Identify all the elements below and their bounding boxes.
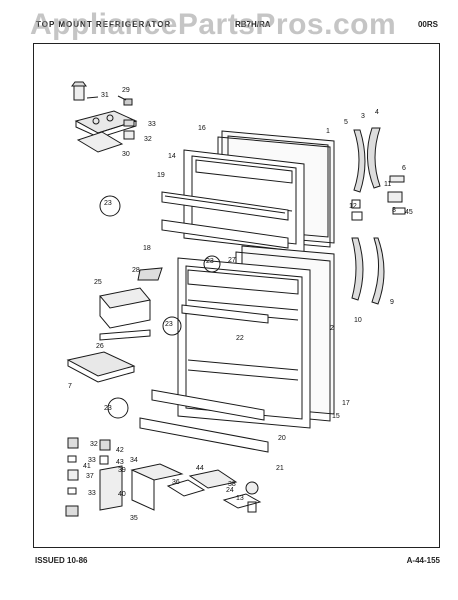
callout-32-b: 32 [90, 441, 98, 448]
callout-17: 17 [342, 400, 350, 407]
callout-32-a: 32 [144, 136, 152, 143]
callout-23-c: 23 [165, 321, 173, 328]
top-hinge-inset [71, 81, 138, 153]
callout-44: 44 [196, 465, 204, 472]
header-title: TOP MOUNT REFRIGERATOR [36, 20, 172, 29]
callout-7: 7 [68, 383, 72, 390]
header-model: RB7H/RA [235, 20, 271, 29]
callout-20: 20 [278, 435, 286, 442]
callout-14: 14 [168, 153, 176, 160]
callout-37: 37 [86, 473, 94, 480]
bottom-trim [139, 417, 269, 453]
callout-22: 22 [236, 335, 244, 342]
callout-38: 38 [228, 481, 236, 488]
callout-23-d: 23 [104, 405, 112, 412]
callout-41: 41 [83, 463, 91, 470]
callout-25: 25 [94, 279, 102, 286]
callout-15: 15 [332, 413, 340, 420]
callout-5: 5 [344, 119, 348, 126]
callout-2: 2 [330, 325, 334, 332]
callout-34: 34 [130, 457, 138, 464]
callout-45: 45 [405, 209, 413, 216]
callout-21: 21 [276, 465, 284, 472]
callout-4: 4 [375, 109, 379, 116]
callout-28: 28 [132, 267, 140, 274]
callout-39: 39 [118, 467, 126, 474]
callout-31: 31 [101, 92, 109, 99]
callout-29: 29 [122, 87, 130, 94]
callout-13: 13 [236, 495, 244, 502]
callout-42: 42 [116, 447, 124, 454]
right-hinge-parts [351, 127, 406, 305]
watermark: AppliancePartsPros.com [30, 8, 397, 41]
callout-10: 10 [354, 317, 362, 324]
callout-40: 40 [118, 491, 126, 498]
issued-date: ISSUED 10-86 [35, 556, 88, 565]
callout-8: 8 [392, 207, 396, 214]
callout-23-a: 23 [104, 200, 112, 207]
callout-18: 18 [143, 245, 151, 252]
callout-24: 24 [226, 487, 234, 494]
callout-3: 3 [361, 113, 365, 120]
callout-36: 36 [172, 479, 180, 486]
callout-33-b: 33 [88, 457, 96, 464]
callout-30: 30 [122, 151, 130, 158]
callout-26: 26 [96, 343, 104, 350]
callout-6: 6 [402, 165, 406, 172]
callout-numbers: 1 2 3 4 5 6 7 8 9 10 11 12 13 14 15 16 1… [68, 87, 413, 522]
fresh-food-door-assembly [151, 245, 335, 429]
callout-1: 1 [326, 128, 330, 135]
callout-9: 9 [390, 299, 394, 306]
bottom-hinge-parts [65, 437, 262, 517]
callout-16: 16 [198, 125, 206, 132]
callout-11: 11 [384, 181, 391, 188]
callout-19: 19 [157, 172, 165, 179]
diagram-code: A-44-155 [406, 556, 440, 565]
diagram-frame [33, 43, 440, 548]
callout-33-c: 33 [88, 490, 96, 497]
page-header: TOP MOUNT REFRIGERATOR RB7H/RA 00RS Appl… [0, 8, 458, 41]
callout-27: 27 [228, 257, 236, 264]
callout-33-a: 33 [148, 121, 156, 128]
callout-12: 12 [349, 203, 357, 210]
callout-23-b: 23 [206, 258, 214, 265]
callout-43: 43 [116, 459, 124, 466]
header-code: 00RS [417, 20, 438, 29]
callout-35: 35 [130, 515, 138, 522]
bin-parts [66, 267, 163, 383]
freezer-door-assembly [161, 130, 335, 253]
